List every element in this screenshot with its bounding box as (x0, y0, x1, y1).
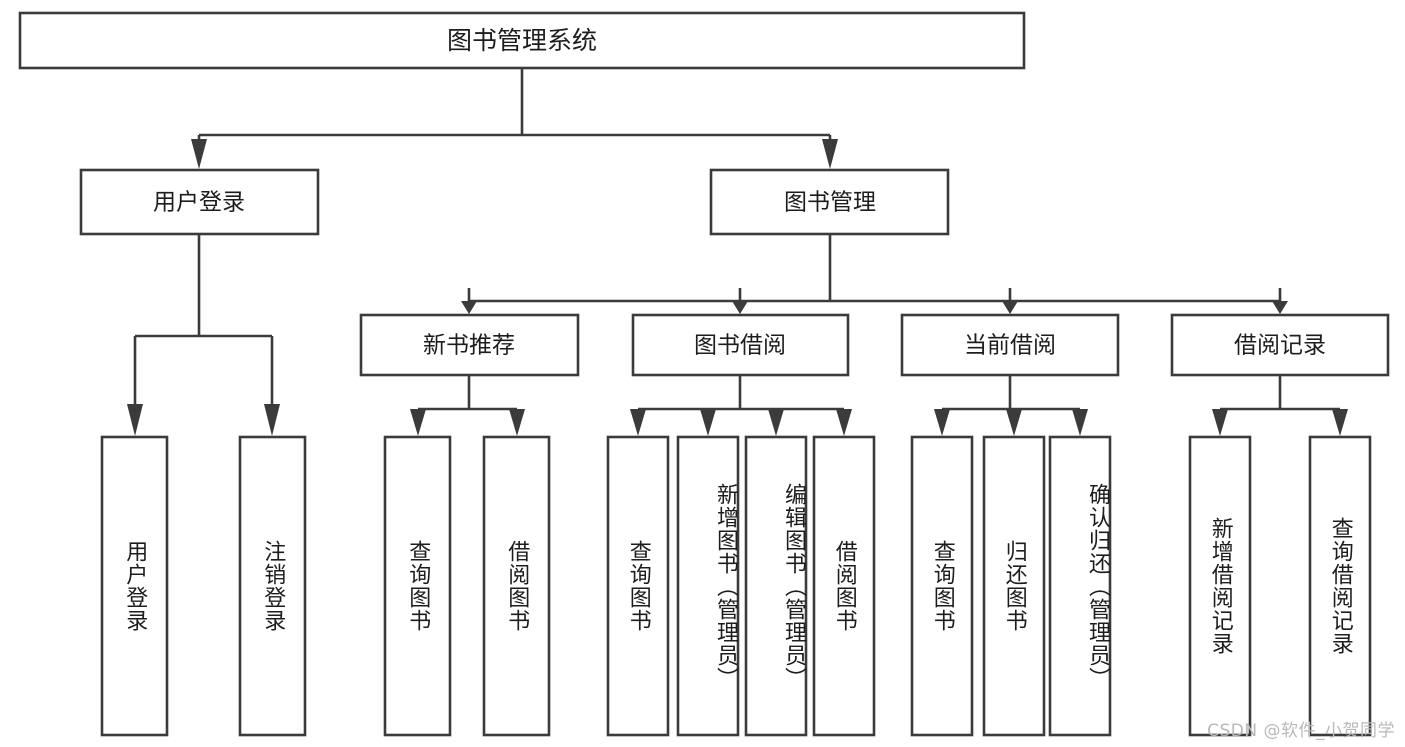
arrowhead-bb-leaf-3 (836, 409, 852, 436)
leaf-box-1[interactable] (238, 435, 307, 737)
arrowhead-user-login-leaf-1 (264, 404, 280, 436)
leaf-box-3[interactable] (482, 435, 551, 737)
node-book-management-label: 图书管理 (784, 190, 876, 216)
node-user-login-box[interactable] (79, 168, 320, 236)
arrowhead-bm-to-new-book-recommend (461, 301, 477, 314)
arrowhead-nbr-leaf-0 (410, 409, 426, 436)
node-current-borrow-label: 当前借阅 (964, 333, 1056, 359)
arrowhead-bb-leaf-1 (700, 409, 716, 436)
node-root-box[interactable] (18, 11, 1026, 70)
arrowhead-bb-leaf-2 (768, 409, 784, 436)
arrowhead-nbr-leaf-1 (509, 409, 525, 436)
leaf-box-6[interactable] (744, 435, 808, 737)
node-root-label: 图书管理系统 (447, 26, 597, 55)
csdn-watermark: CSDN @软件_小贺同学 (1207, 721, 1395, 741)
arrowhead-bm-to-book-borrow (732, 301, 748, 314)
leaf-box-12[interactable] (1308, 435, 1372, 737)
arrowhead-root-to-user-login (191, 139, 207, 169)
leaf-box-7[interactable] (812, 435, 876, 737)
node-book-borrow-label: 图书借阅 (694, 333, 786, 359)
leaf-box-2[interactable] (383, 435, 452, 737)
leaf-box-11[interactable] (1188, 435, 1252, 737)
arrowhead-user-login-leaf-0 (127, 404, 143, 436)
arrowhead-br-leaf-0 (1212, 409, 1228, 436)
node-borrow-record-label: 借阅记录 (1234, 333, 1326, 359)
arrowhead-cb-leaf-0 (934, 409, 950, 436)
node-current-borrow-box[interactable] (900, 313, 1120, 377)
arrowhead-bm-to-borrow-record (1272, 301, 1288, 314)
leaf-box-4[interactable] (606, 435, 670, 737)
arrowhead-root-to-book-management (822, 139, 838, 169)
node-new-book-recommend-label: 新书推荐 (423, 333, 515, 359)
node-new-book-recommend-box[interactable] (359, 313, 580, 377)
leaf-box-0[interactable] (100, 435, 169, 737)
arrowhead-cb-leaf-2 (1072, 409, 1088, 436)
arrowhead-cb-leaf-1 (1006, 409, 1022, 436)
arrowhead-bm-to-current-borrow (1002, 301, 1018, 314)
leaf-box-9[interactable] (982, 435, 1046, 737)
arrowhead-bb-leaf-0 (630, 409, 646, 436)
leaf-box-8[interactable] (910, 435, 974, 737)
leaf-box-10[interactable] (1048, 435, 1112, 737)
arrowhead-br-leaf-1 (1332, 409, 1348, 436)
node-user-login-label: 用户登录 (153, 190, 245, 216)
leaf-box-5[interactable] (676, 435, 740, 737)
